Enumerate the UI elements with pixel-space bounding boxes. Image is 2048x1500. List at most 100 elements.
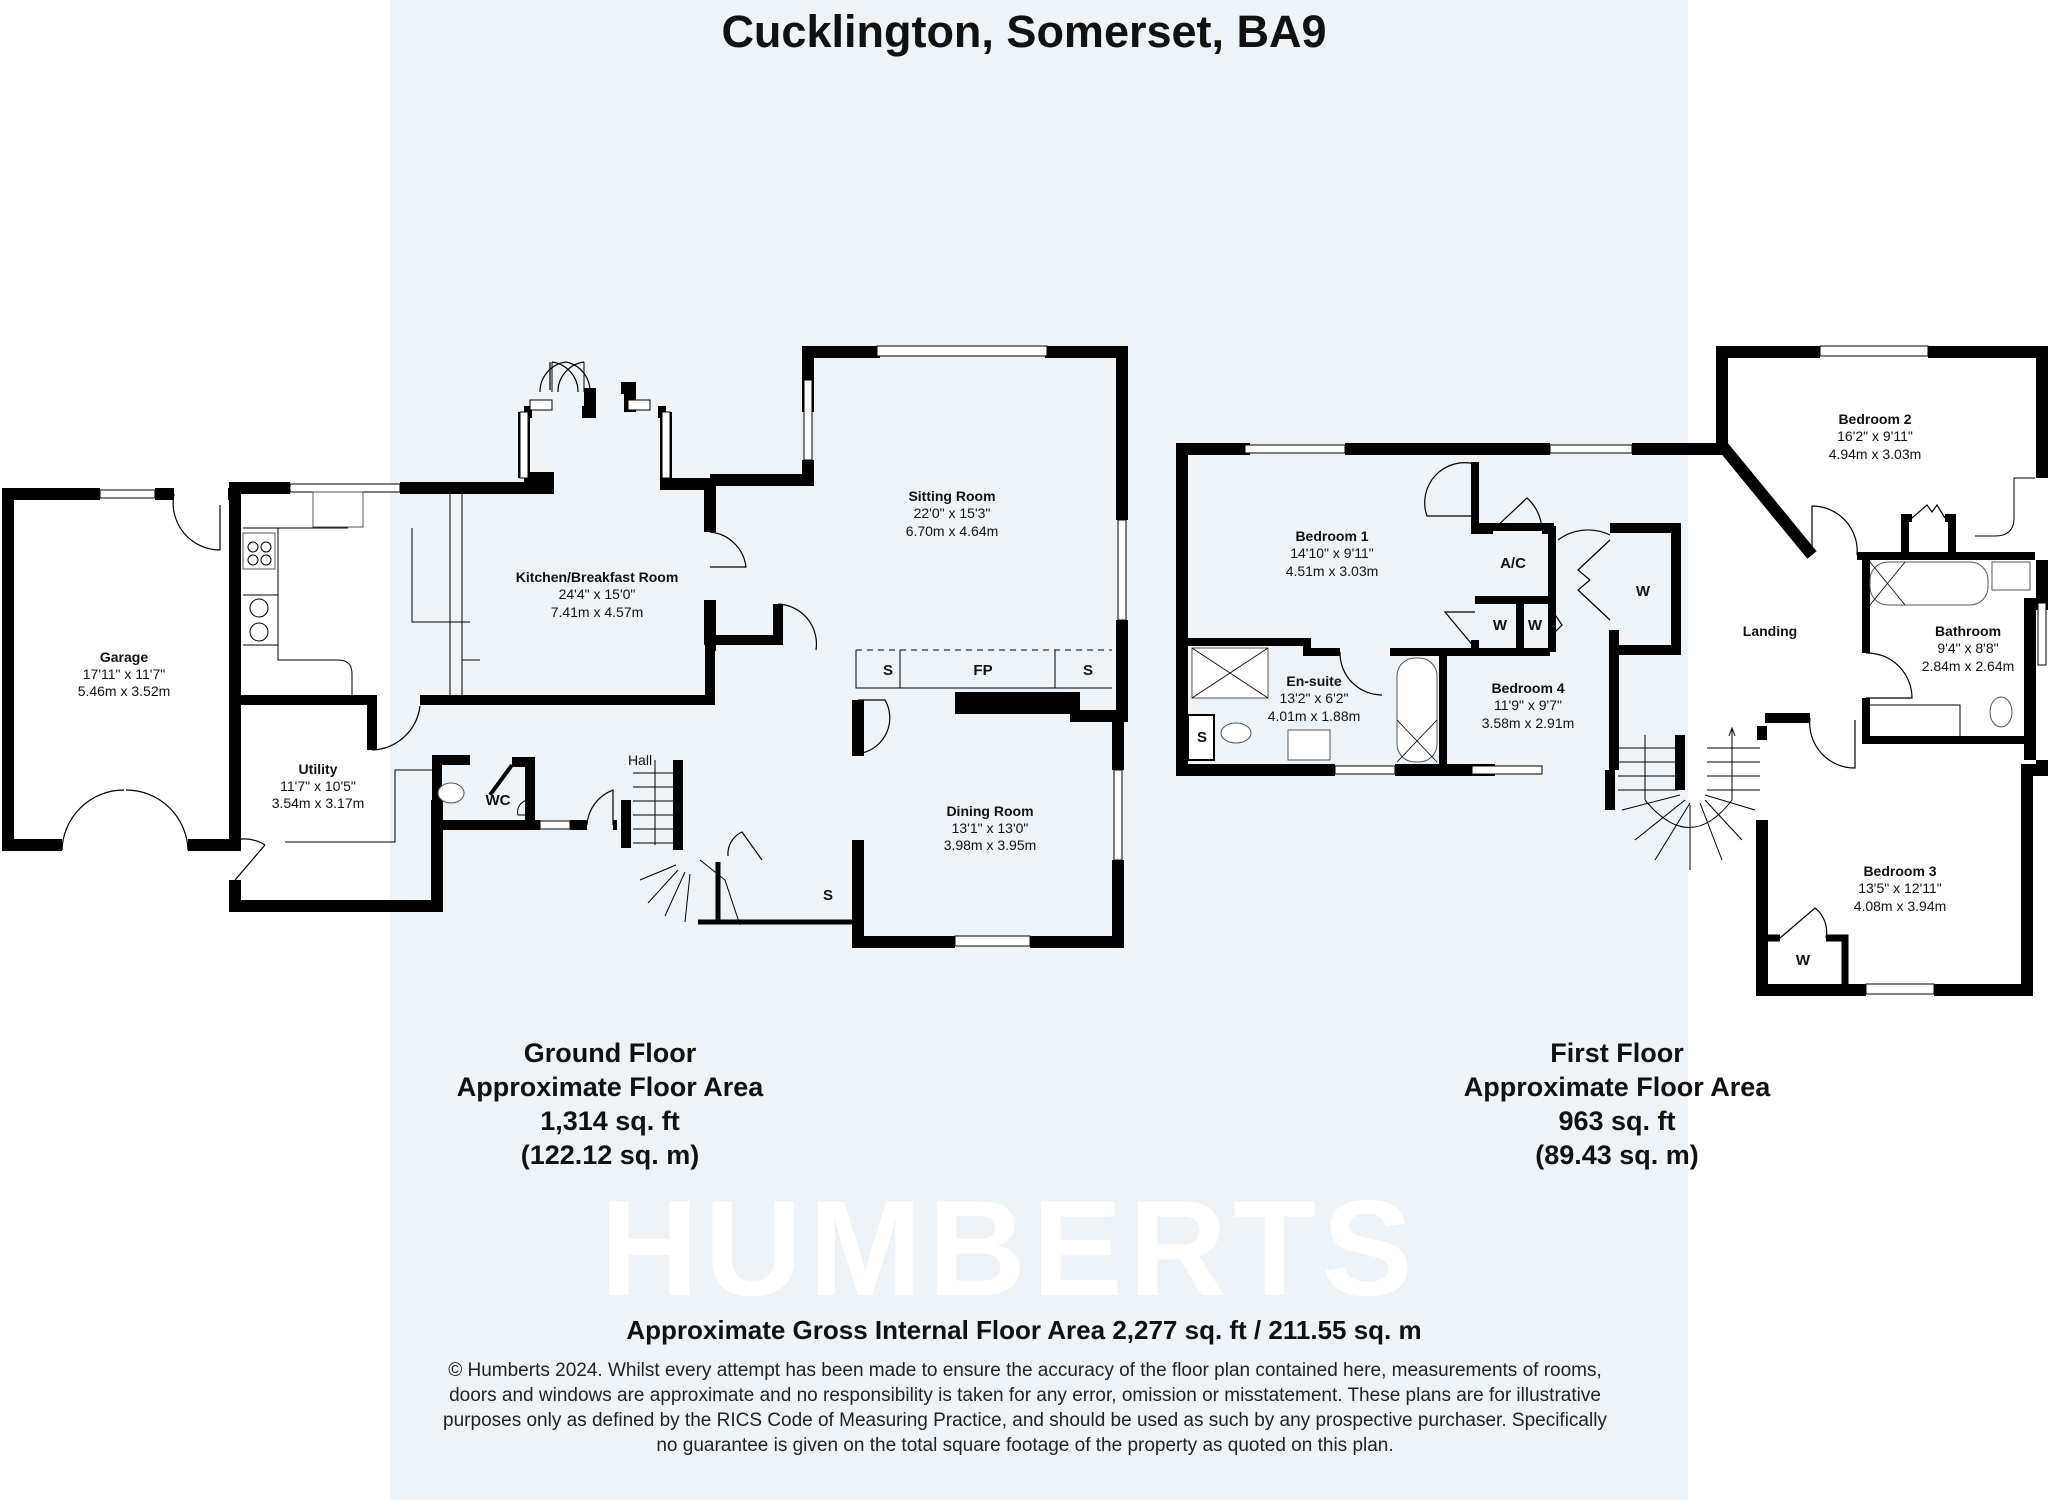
watermark-logo: HUMBERTS: [600, 1172, 1419, 1324]
dining-door: [858, 699, 891, 754]
utility-back-door: [234, 838, 266, 881]
dining-window-side: [1113, 769, 1123, 861]
copyright-disclaimer: © Humberts 2024. Whilst every attempt ha…: [443, 1360, 1607, 1456]
first-floor-title: First Floor: [1550, 1038, 1684, 1068]
wardrobe-label-3: W: [1636, 583, 1651, 600]
garage-window: [99, 489, 156, 499]
first-floor-plan: [1176, 345, 2048, 996]
room-garage-metric: 5.46m x 3.52m: [78, 683, 171, 699]
ground-floor-labels: Garage 17'11" x 11'7" 5.46m x 3.52m Util…: [78, 488, 1093, 904]
watermark-band: [390, 0, 1688, 1500]
room-landing-name: Landing: [1743, 623, 1797, 639]
room-hall-name: Hall: [628, 752, 652, 768]
first-floor-labels: Bedroom 1 14'10" x 9'11" 4.51m x 3.03m E…: [1197, 411, 2014, 969]
room-wc-name: WC: [486, 792, 511, 809]
wardrobe-label-4: W: [1796, 952, 1811, 969]
bedroom1-door: [1424, 462, 1476, 517]
bedroom4-top-window: [1549, 444, 1633, 454]
room-utility-imperial: 11'7" x 10'5": [280, 778, 356, 794]
garage-double-door: [61, 789, 189, 851]
kitchen-hob: [242, 532, 276, 570]
kitchen-sitting-door: [709, 531, 747, 568]
ensuite-bath: [1396, 657, 1438, 763]
room-bedroom1-imperial: 14'10" x 9'11": [1290, 545, 1374, 561]
room-sitting-imperial: 22'0" x 15'3": [914, 505, 991, 521]
bedroom2-door: [1811, 505, 1858, 556]
store-label-2: S: [1083, 662, 1093, 679]
room-dining-name: Dining Room: [946, 803, 1033, 819]
room-bedroom1-metric: 4.51m x 3.03m: [1286, 563, 1379, 579]
room-utility-metric: 3.54m x 3.17m: [272, 795, 365, 811]
garage-side-door: [172, 493, 221, 551]
utility-door: [371, 705, 421, 751]
gross-internal-area: Approximate Gross Internal Floor Area 2,…: [626, 1315, 1422, 1345]
ground-floor-sqft: 1,314 sq. ft: [540, 1106, 680, 1136]
kitchen-sink: [312, 491, 364, 528]
first-floor-sqft: 963 sq. ft: [1558, 1106, 1676, 1136]
bathroom-window: [2037, 602, 2047, 666]
room-bedroom2-name: Bedroom 2: [1838, 411, 1911, 427]
room-kitchen-metric: 7.41m x 4.57m: [551, 604, 644, 620]
room-ensuite-metric: 4.01m x 1.88m: [1268, 708, 1361, 724]
wc-toilet: [437, 782, 465, 804]
first-floor-sqm: (89.43 sq. m): [1535, 1140, 1699, 1170]
room-bedroom2-metric: 4.94m x 3.03m: [1829, 446, 1922, 462]
bedroom4-window: [1471, 765, 1543, 775]
room-sitting-metric: 6.70m x 4.64m: [906, 523, 999, 539]
room-bathroom-metric: 2.84m x 2.64m: [1922, 658, 2015, 674]
ground-floor-summary: Ground Floor Approximate Floor Area 1,31…: [410, 1036, 810, 1172]
room-bedroom3-imperial: 13'5" x 12'11": [1858, 880, 1942, 896]
ground-floor-sqm: (122.12 sq. m): [520, 1140, 700, 1170]
store-label-3: S: [823, 887, 833, 904]
bathroom-toilet: [1989, 696, 2013, 728]
hall-front-door: [586, 789, 614, 826]
bedroom2-window: [1819, 345, 1929, 357]
room-ensuite-imperial: 13'2" x 6'2": [1280, 690, 1349, 706]
wardrobe-label-2: W: [1528, 617, 1543, 634]
sitting-window-top: [876, 345, 1048, 357]
room-bedroom3-name: Bedroom 3: [1863, 863, 1936, 879]
airing-cupboard-label: A/C: [1500, 555, 1526, 572]
kitchen-french-doors: [539, 361, 591, 393]
page-title: Cucklington, Somerset, BA9: [721, 6, 1327, 57]
ground-floor-area-label: Approximate Floor Area: [456, 1072, 764, 1102]
ensuite-store-label: S: [1197, 729, 1207, 746]
kitchen-window: [289, 483, 401, 493]
room-bathroom-name: Bathroom: [1935, 623, 2001, 639]
room-utility-name: Utility: [299, 761, 338, 777]
ensuite-window: [1334, 765, 1396, 775]
room-bedroom1-name: Bedroom 1: [1295, 528, 1368, 544]
room-garage-name: Garage: [100, 649, 148, 665]
dining-window-bottom: [954, 935, 1031, 947]
room-bedroom2-imperial: 16'2" x 9'11": [1837, 428, 1913, 444]
room-bedroom3-metric: 4.08m x 3.94m: [1854, 898, 1947, 914]
fireplace-label: FP: [973, 662, 992, 679]
room-dining-metric: 3.98m x 3.95m: [944, 837, 1037, 853]
room-bedroom4-imperial: 11'9" x 9'7": [1494, 697, 1562, 713]
bedroom1-window: [1244, 444, 1346, 454]
room-bathroom-imperial: 9'4" x 8'8": [1937, 640, 1998, 656]
sitting-hall-door: [777, 603, 818, 651]
bathroom-basin: [1991, 561, 2031, 591]
room-ensuite-name: En-suite: [1286, 673, 1341, 689]
bathroom-door: [1865, 652, 1913, 699]
room-bedroom4-name: Bedroom 4: [1491, 680, 1564, 696]
room-garage-imperial: 17'11" x 11'7": [83, 666, 166, 682]
room-dining-imperial: 13'1" x 13'0": [952, 820, 1029, 836]
bedroom3-window: [1865, 983, 1935, 995]
ensuite-door: [1339, 651, 1383, 696]
room-bedroom4-metric: 3.58m x 2.91m: [1482, 715, 1575, 731]
sitting-window-side: [1117, 519, 1127, 621]
room-kitchen-name: Kitchen/Breakfast Room: [516, 569, 679, 585]
ground-floor-plan: [2, 345, 1128, 948]
wardrobe-label-1: W: [1493, 617, 1508, 634]
ensuite-basin: [1287, 729, 1331, 761]
room-kitchen-imperial: 24'4" x 15'0": [559, 586, 636, 602]
room-sitting-name: Sitting Room: [908, 488, 995, 504]
ground-floor-title: Ground Floor: [523, 1038, 697, 1068]
first-floor-summary: First Floor Approximate Floor Area 963 s…: [1417, 1036, 1817, 1172]
first-floor-area-label: Approximate Floor Area: [1463, 1072, 1771, 1102]
bathroom-bath: [1869, 561, 1989, 606]
bedroom3-door: [1809, 717, 1856, 769]
